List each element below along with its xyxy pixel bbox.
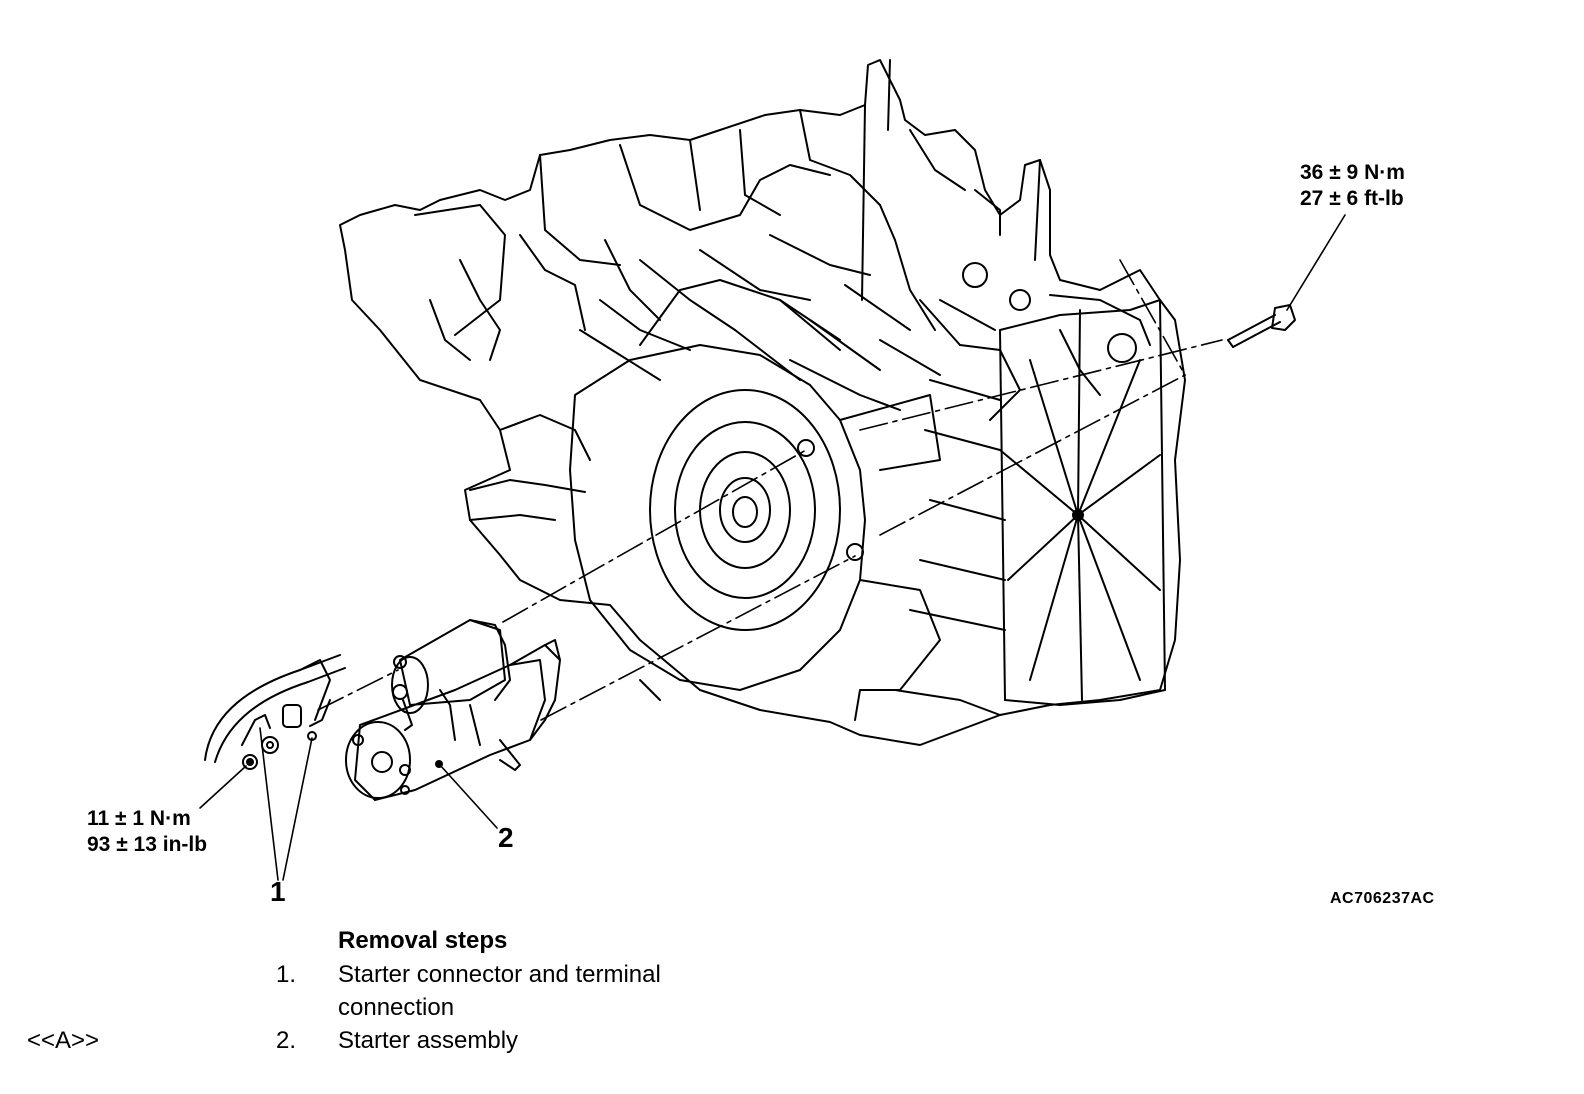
callout-2: 2	[498, 822, 514, 853]
callout-1: 1	[270, 876, 286, 907]
leader-lines	[199, 214, 1346, 881]
nut-torque-label: 11 ± 1 N·m 93 ± 13 in-lb	[87, 806, 207, 858]
removal-steps-heading: Removal steps	[338, 927, 508, 954]
mounting-bolt	[1227, 304, 1296, 348]
step-2-text: Starter assembly	[338, 1027, 519, 1054]
nut-torque-imperial: 93 ± 13 in-lb	[87, 833, 208, 856]
step-1-text: Starter connector and terminal	[338, 961, 661, 988]
nut-torque-nm: 11 ± 1 N·m	[87, 807, 191, 830]
step-note-marker: <<A>>	[27, 1027, 100, 1054]
bolt-torque-label: 36 ± 9 N·m 27 ± 6 ft-lb	[1300, 160, 1405, 212]
step-2-number: 2.	[276, 1027, 297, 1054]
bolt-torque-imperial: 27 ± 6 ft-lb	[1300, 187, 1404, 210]
bolt-torque-nm: 36 ± 9 N·m	[1300, 161, 1405, 184]
starter-harness	[204, 654, 346, 770]
step-1-text-continued: connection	[338, 994, 455, 1021]
transaxle-assembly	[339, 59, 1186, 746]
step-1-number: 1.	[276, 961, 297, 988]
starter-motor	[345, 619, 561, 801]
figure-id: AC706237AC	[1330, 890, 1435, 907]
alignment-lines	[317, 259, 1223, 721]
